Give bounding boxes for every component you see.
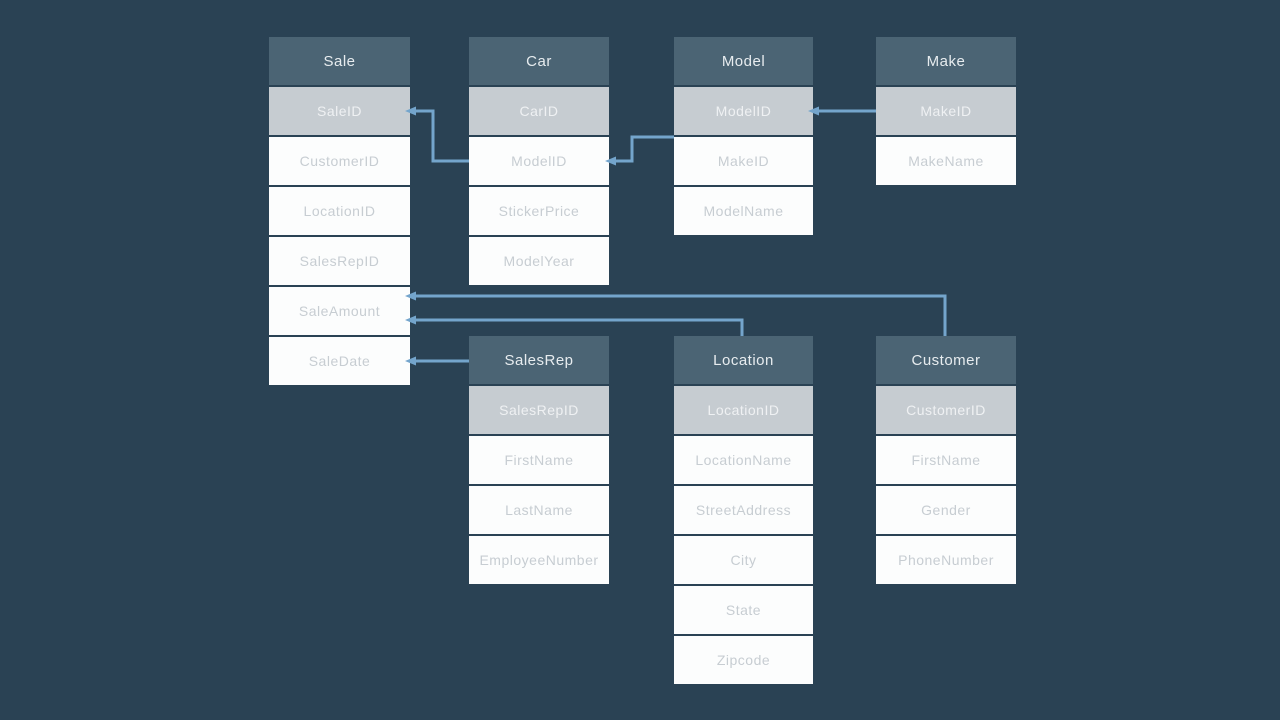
table-salesrep-header: SalesRep — [469, 336, 609, 384]
table-field-row: MakeName — [876, 137, 1016, 185]
table-car-pk-row: CarID — [469, 87, 609, 135]
table-field-row: StickerPrice — [469, 187, 609, 235]
table-model-pk-row: ModelID — [674, 87, 813, 135]
table-field-row: ModelName — [674, 187, 813, 235]
table-salesrep-pk-row: SalesRepID — [469, 386, 609, 434]
table-make[interactable]: Make MakeID MakeName — [876, 37, 1016, 187]
table-field-row: City — [674, 536, 813, 584]
connector-sale-location — [410, 318, 744, 336]
table-make-field-rows: MakeName — [876, 137, 1016, 185]
table-field-row: LocationName — [674, 436, 813, 484]
table-customer-pk-row: CustomerID — [876, 386, 1016, 434]
connector-sale-customer — [410, 294, 947, 336]
table-field-row: LocationID — [269, 187, 410, 235]
table-field-row: SaleDate — [269, 337, 410, 385]
table-field-row: EmployeeNumber — [469, 536, 609, 584]
table-field-row: MakeID — [674, 137, 813, 185]
table-field-row: State — [674, 586, 813, 634]
table-make-header: Make — [876, 37, 1016, 85]
table-field-row: Zipcode — [674, 636, 813, 684]
table-field-row: StreetAddress — [674, 486, 813, 534]
connector-sale-car — [410, 109, 469, 163]
table-field-row: LastName — [469, 486, 609, 534]
table-customer-header: Customer — [876, 336, 1016, 384]
table-sale-header: Sale — [269, 37, 410, 85]
table-make-pk-row: MakeID — [876, 87, 1016, 135]
table-field-row: FirstName — [469, 436, 609, 484]
table-field-row: CustomerID — [269, 137, 410, 185]
connector-car-model — [609, 135, 674, 163]
table-sale-pk-row: SaleID — [269, 87, 410, 135]
table-field-row: ModelID — [469, 137, 609, 185]
table-location-header: Location — [674, 336, 813, 384]
table-location-pk-row: LocationID — [674, 386, 813, 434]
table-field-row: FirstName — [876, 436, 1016, 484]
table-model-header: Model — [674, 37, 813, 85]
table-field-row: SaleAmount — [269, 287, 410, 335]
table-field-row: Gender — [876, 486, 1016, 534]
table-field-row: PhoneNumber — [876, 536, 1016, 584]
table-field-row: ModelYear — [469, 237, 609, 285]
table-car-header: Car — [469, 37, 609, 85]
table-field-row: SalesRepID — [269, 237, 410, 285]
